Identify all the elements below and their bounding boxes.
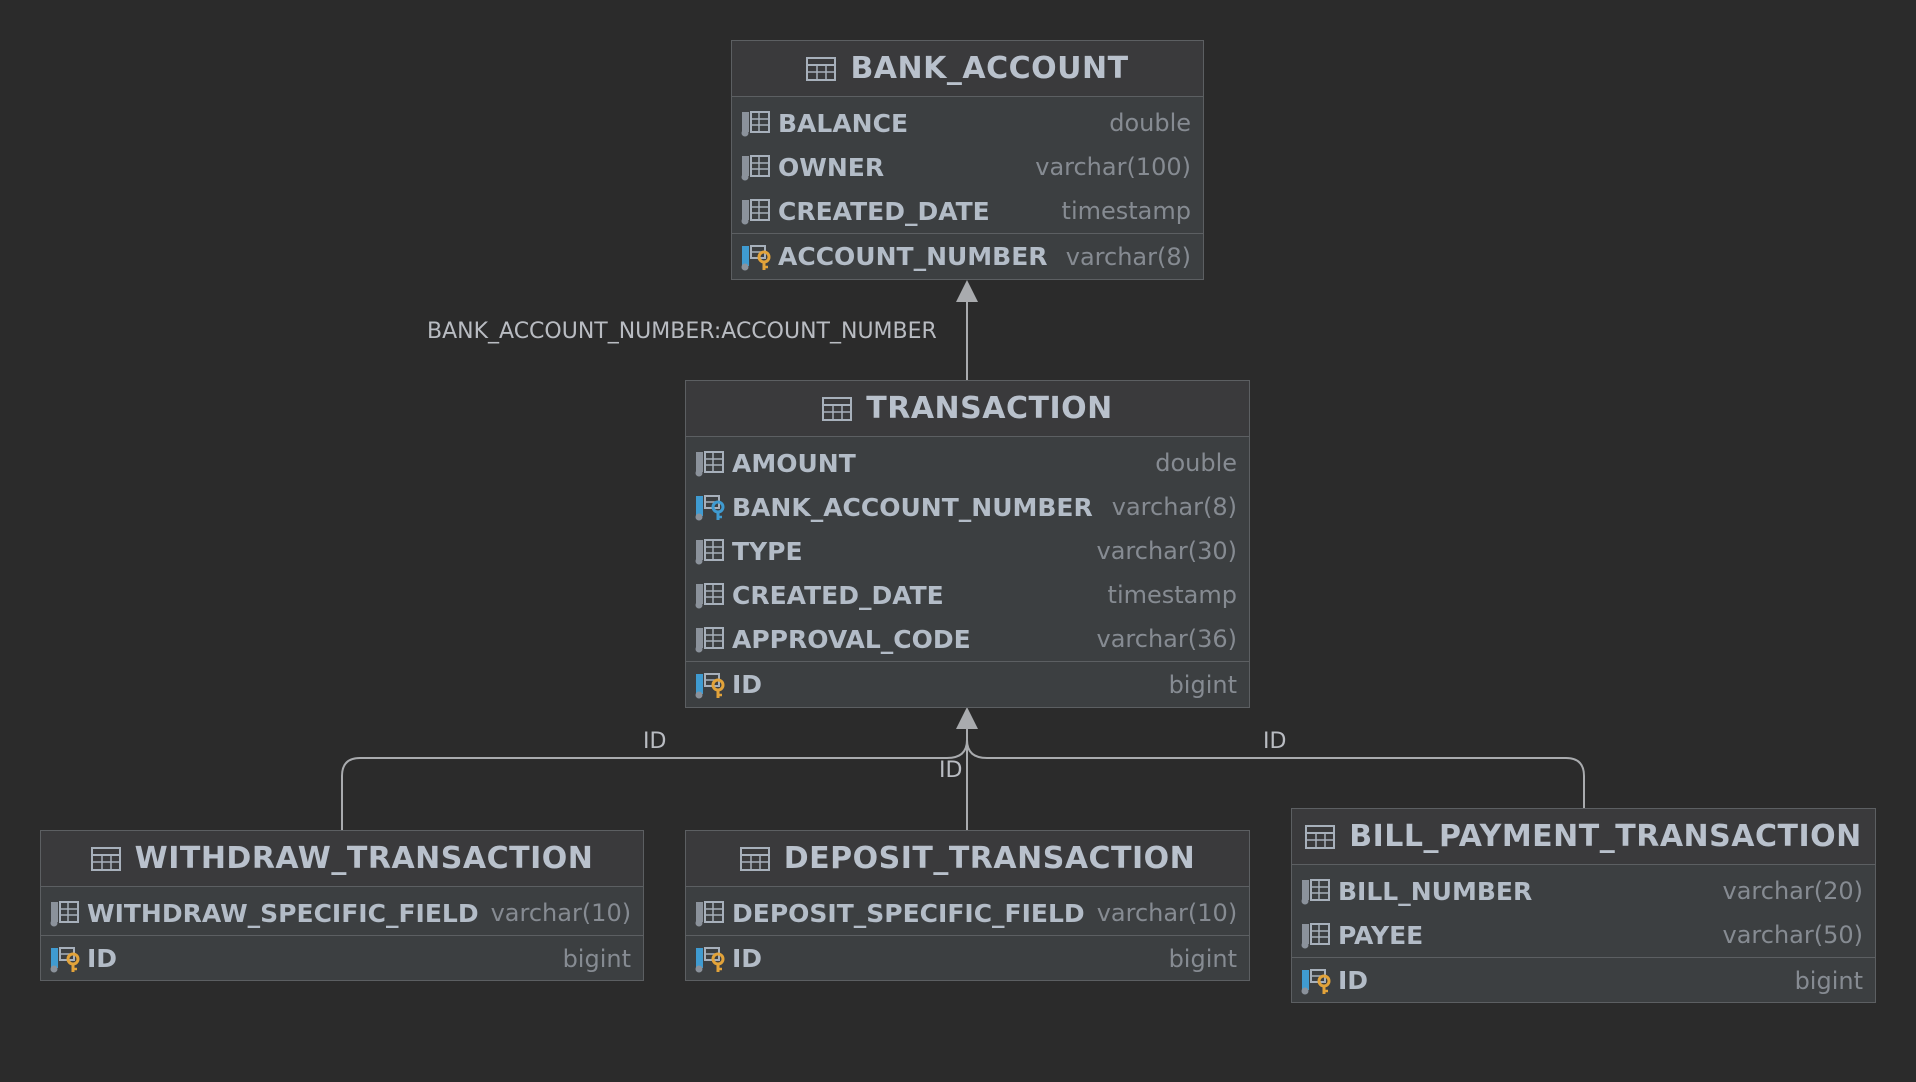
table-icon	[1305, 824, 1336, 849]
table-icon	[822, 396, 853, 421]
column-name: CREATED_DATE	[732, 580, 944, 610]
column-type: bigint	[1168, 944, 1237, 973]
column-type: varchar(50)	[1722, 921, 1864, 949]
column-name: ID	[87, 944, 118, 973]
edge-label-withdraw-id: ID	[643, 729, 666, 754]
table-header: WITHDRAW_TRANSACTION	[41, 831, 643, 887]
column-name: ID	[732, 944, 763, 973]
table-transaction[interactable]: TRANSACTION AMOUNT double	[685, 380, 1250, 708]
column-name: BALANCE	[778, 108, 909, 138]
column-icon	[1301, 923, 1330, 949]
table-title: DEPOSIT_TRANSACTION	[783, 841, 1196, 876]
column-name: DEPOSIT_SPECIFIC_FIELD	[732, 898, 1085, 928]
edge-label-deposit-id: ID	[939, 758, 962, 783]
edge-label-bill-payment-id: ID	[1263, 729, 1286, 754]
column-row[interactable]: CREATED_DATE timestamp	[686, 573, 1249, 617]
table-title: BANK_ACCOUNT	[850, 51, 1129, 86]
edge-transaction-bank-account[interactable]	[956, 280, 978, 380]
edge-label-bank-account-number: BANK_ACCOUNT_NUMBER:ACCOUNT_NUMBER	[427, 319, 937, 344]
primary-foreign-key-icon	[50, 946, 80, 972]
primary-key-row[interactable]: ID bigint	[686, 935, 1249, 981]
column-name: TYPE	[732, 536, 803, 566]
primary-key-row[interactable]: ACCOUNT_NUMBER varchar(8)	[732, 233, 1203, 279]
column-name: PAYEE	[1338, 920, 1424, 950]
column-type: bigint	[562, 944, 631, 973]
table-header: BANK_ACCOUNT	[732, 41, 1203, 97]
table-icon	[90, 846, 121, 871]
column-type: varchar(100)	[1035, 153, 1191, 181]
column-row[interactable]: PAYEE varchar(50)	[1292, 913, 1875, 957]
table-header: TRANSACTION	[686, 381, 1249, 437]
column-type: bigint	[1168, 670, 1237, 699]
table-icon	[739, 846, 770, 871]
column-type: bigint	[1794, 966, 1863, 995]
table-icon	[806, 56, 837, 81]
column-icon	[695, 583, 724, 609]
column-type: varchar(36)	[1096, 625, 1238, 653]
table-bank-account[interactable]: BANK_ACCOUNT BALANCE double	[731, 40, 1204, 280]
column-type: varchar(10)	[490, 899, 632, 927]
column-row[interactable]: CREATED_DATE timestamp	[732, 189, 1203, 233]
column-name: BILL_NUMBER	[1338, 876, 1533, 906]
primary-foreign-key-icon	[1301, 968, 1331, 994]
table-withdraw-transaction[interactable]: WITHDRAW_TRANSACTION WITHDRAW_SPECIFIC_F…	[40, 830, 644, 981]
foreign-key-icon	[695, 495, 725, 521]
column-type: double	[1109, 109, 1191, 137]
column-name: ACCOUNT_NUMBER	[778, 242, 1048, 271]
table-deposit-transaction[interactable]: DEPOSIT_TRANSACTION DEPOSIT_SPECIFIC_FIE…	[685, 830, 1250, 981]
column-name: AMOUNT	[732, 448, 856, 478]
column-row[interactable]: BANK_ACCOUNT_NUMBER varchar(8)	[686, 485, 1249, 529]
primary-key-row[interactable]: ID bigint	[1292, 957, 1875, 1003]
primary-key-row[interactable]: ID bigint	[41, 935, 643, 981]
column-type: timestamp	[1061, 197, 1191, 225]
column-row[interactable]: APPROVAL_CODE varchar(36)	[686, 617, 1249, 661]
column-row[interactable]: BILL_NUMBER varchar(20)	[1292, 869, 1875, 913]
table-title: BILL_PAYMENT_TRANSACTION	[1349, 819, 1862, 854]
column-name: ID	[1338, 966, 1369, 995]
edge-withdraw-transaction[interactable]	[341, 729, 968, 830]
column-name: WITHDRAW_SPECIFIC_FIELD	[87, 898, 479, 928]
column-icon	[695, 451, 724, 477]
column-type: double	[1155, 449, 1237, 477]
column-icon	[1301, 879, 1330, 905]
column-type: varchar(10)	[1096, 899, 1238, 927]
column-name: ID	[732, 670, 763, 699]
column-row[interactable]: TYPE varchar(30)	[686, 529, 1249, 573]
column-type: varchar(8)	[1065, 242, 1191, 271]
column-icon	[741, 155, 770, 181]
column-icon	[695, 539, 724, 565]
table-title: WITHDRAW_TRANSACTION	[134, 841, 594, 876]
column-row[interactable]: BALANCE double	[732, 101, 1203, 145]
column-icon	[741, 111, 770, 137]
edge-bill-payment-transaction[interactable]	[966, 739, 1585, 808]
column-row[interactable]: DEPOSIT_SPECIFIC_FIELD varchar(10)	[686, 891, 1249, 935]
primary-key-icon	[741, 244, 771, 270]
primary-key-icon	[695, 672, 725, 698]
table-bill-payment-transaction[interactable]: BILL_PAYMENT_TRANSACTION BILL_NUMBER var…	[1291, 808, 1876, 1003]
column-name: APPROVAL_CODE	[732, 624, 971, 654]
column-name: OWNER	[778, 152, 885, 182]
primary-key-row[interactable]: ID bigint	[686, 661, 1249, 707]
column-icon	[741, 199, 770, 225]
table-title: TRANSACTION	[866, 391, 1113, 426]
table-header: DEPOSIT_TRANSACTION	[686, 831, 1249, 887]
column-row[interactable]: OWNER varchar(100)	[732, 145, 1203, 189]
column-icon	[695, 627, 724, 653]
column-icon	[695, 901, 724, 927]
column-icon	[50, 901, 79, 927]
column-name: CREATED_DATE	[778, 196, 990, 226]
inheritance-arrowhead	[956, 707, 978, 729]
column-type: varchar(20)	[1722, 877, 1864, 905]
column-row[interactable]: AMOUNT double	[686, 441, 1249, 485]
column-type: timestamp	[1107, 581, 1237, 609]
column-row[interactable]: WITHDRAW_SPECIFIC_FIELD varchar(10)	[41, 891, 643, 935]
table-header: BILL_PAYMENT_TRANSACTION	[1292, 809, 1875, 865]
column-type: varchar(8)	[1111, 493, 1237, 521]
primary-foreign-key-icon	[695, 946, 725, 972]
column-name: BANK_ACCOUNT_NUMBER	[732, 492, 1093, 522]
column-type: varchar(30)	[1096, 537, 1238, 565]
